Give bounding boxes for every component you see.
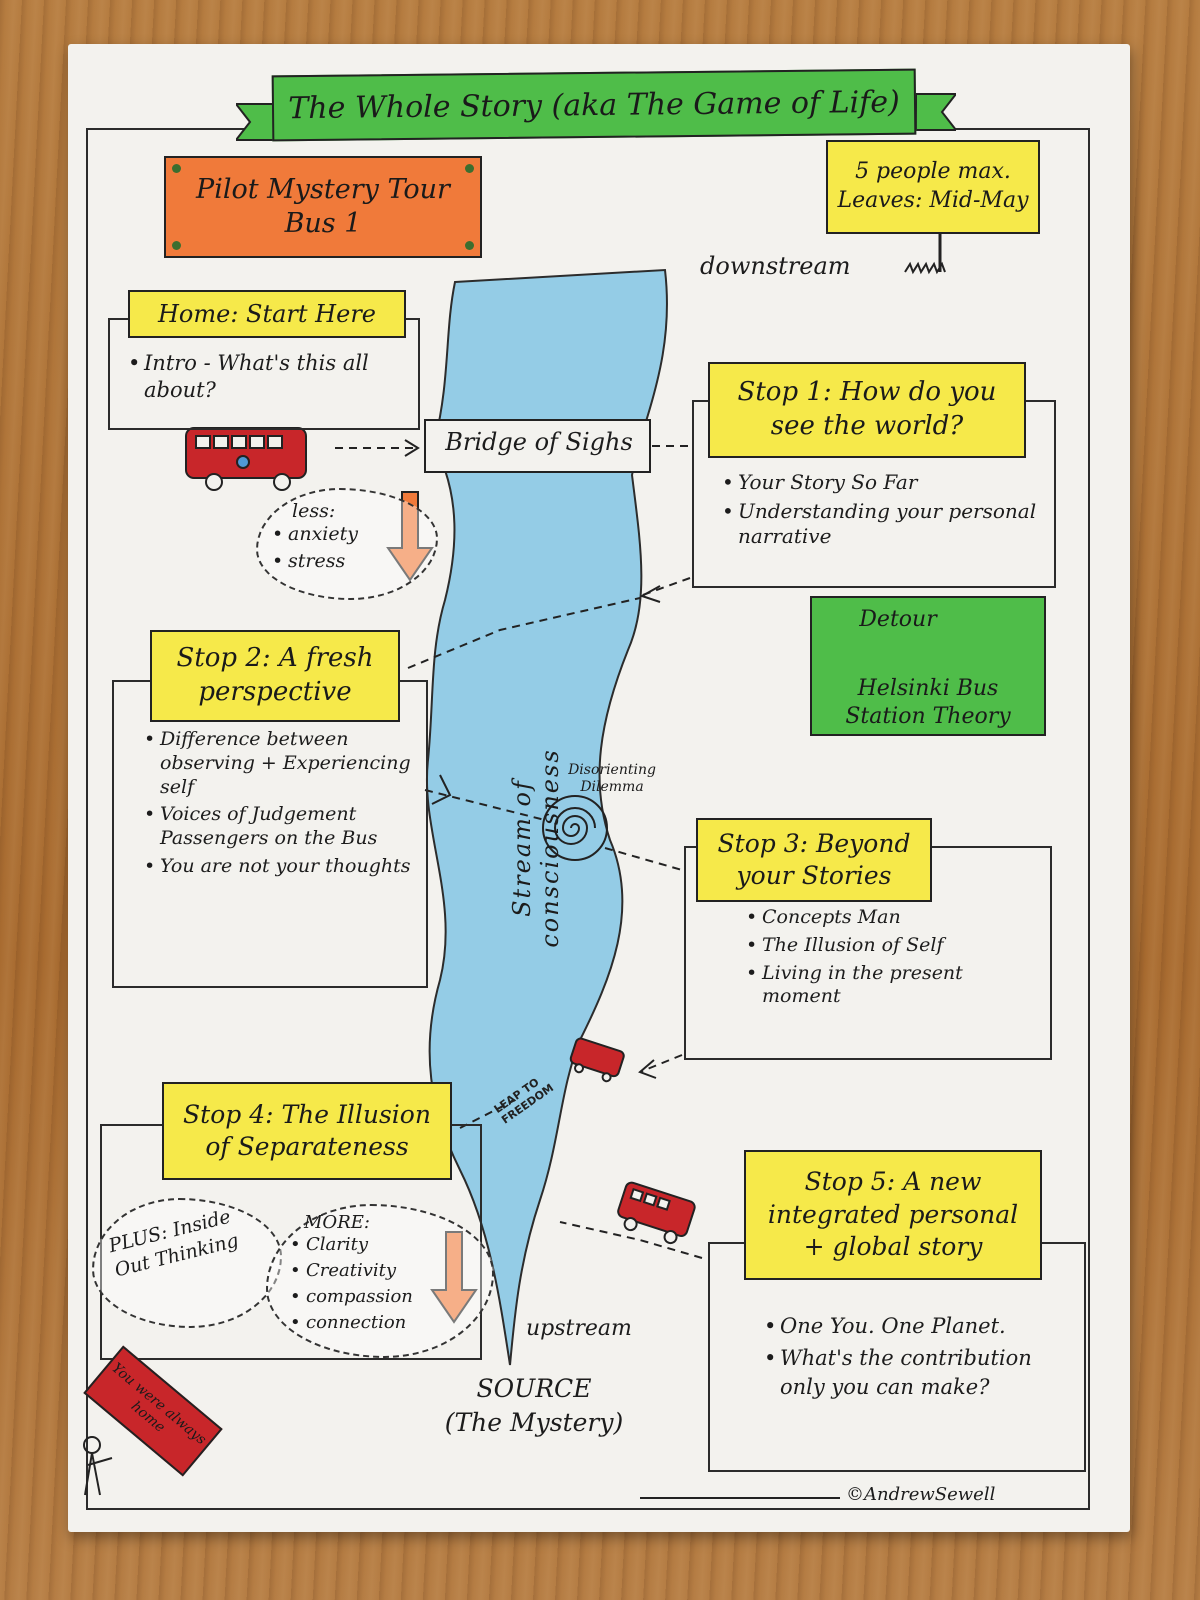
less-content: less: anxiety stress [272,500,392,576]
stop5-item: What's the contribution only you can mak… [764,1344,1064,1401]
tour-sign-line2: Bus 1 [284,208,362,239]
stop1-title: Stop 1: How do you see the world? [708,362,1026,458]
bus-icon-stop5 [617,1181,696,1245]
stop1-bullets: Your Story So Far Understanding your per… [722,470,1042,553]
title-ribbon-tails [236,93,956,141]
credit-line [640,1497,840,1499]
stop1-item: Understanding your personal narrative [722,499,1042,549]
connector-stop2-river [407,597,641,669]
more-item: Creativity [290,1260,460,1282]
detour-text: Helsinki Bus Station Theory [845,675,1011,730]
stop5-bullets: One You. One Planet. What's the contribu… [764,1312,1064,1405]
connector-stop2-dilemma [424,789,546,821]
dilemma-label: Disorienting Dilemma [568,762,656,795]
less-item: anxiety [272,523,392,546]
river [426,268,668,1366]
stop2-title: Stop 2: A fresh perspective [150,630,400,722]
source-line2: (The Mystery) [444,1407,624,1437]
stop4-title: Stop 4: The Illusion of Separateness [162,1082,452,1180]
less-title: less: [292,500,336,522]
more-item: compassion [290,1286,460,1308]
page-title: The Whole Story (aka The Game of Life) [288,84,900,126]
less-item: stress [272,550,392,573]
plus-cloud [92,1198,282,1328]
upstream-label: upstream [526,1316,632,1341]
info-sign: 5 people max. Leaves: Mid-May [826,140,1040,234]
connector-stop5-bus [559,1221,703,1259]
home-bullet-text: Intro - What's this all about? [128,350,398,405]
connector-stop3-leap [639,1054,683,1073]
arrowhead-leap [638,1059,657,1079]
tour-sign-line1: Pilot Mystery Tour [196,174,450,206]
arrowhead-stop1 [639,585,661,603]
stop3-item: The Illusion of Self [746,934,1036,958]
stick-figure [83,1436,113,1496]
connector-stop4-river [459,1099,516,1129]
credit: ©AndrewSewell [846,1484,996,1505]
stop5-item: One You. One Planet. [764,1312,1064,1341]
info-sign-line2: Leaves: Mid-May [837,188,1029,213]
detour-sign: Detour Helsinki Bus Station Theory [810,596,1046,736]
tour-sign: Pilot Mystery Tour Bus 1 [164,156,482,258]
bridge-band [424,419,651,473]
info-sign-line1: 5 people max. [855,159,1011,185]
stop5-title: Stop 5: A new integrated personal + glob… [744,1150,1042,1280]
stop3-bullets: Concepts Man The Illusion of Self Living… [746,906,1036,1013]
stop2-item: Difference between observing + Experienc… [144,728,414,799]
detour-label: Detour [859,607,937,632]
stop3-item: Living in the present moment [746,962,1036,1010]
home-title: Home: Start Here [128,290,406,338]
arrowhead-stop2 [431,774,452,805]
stop3-item: Concepts Man [746,906,1036,930]
bus-icon-leap [569,1037,625,1083]
source-line1: SOURCE [476,1374,592,1403]
stop1-item: Your Story So Far [722,470,1042,495]
river-label: Stream of consciousness [508,748,564,948]
stop2-bullets: Difference between observing + Experienc… [144,728,414,883]
bus-icon-home [185,427,307,491]
more-item: Clarity [290,1234,460,1256]
whirlpool [542,795,608,861]
title-banner: The Whole Story (aka The Game of Life) [271,68,917,142]
more-title: MORE: [304,1212,370,1233]
grass [904,261,946,275]
more-item: connection [290,1312,460,1334]
downstream-label: downstream [700,252,851,280]
stop2-item: You are not your thoughts [144,855,414,879]
bridge-label: Bridge of Sighs [445,428,633,456]
stop3-title: Stop 3: Beyond your Stories [696,818,932,902]
home-bullet: Intro - What's this all about? [128,350,398,409]
source-label: SOURCE (The Mystery) [424,1372,644,1440]
more-content: MORE: Clarity Creativity compassion conn… [290,1212,460,1338]
arrowhead-bridge [404,439,420,457]
stop2-item: Voices of Judgement Passengers on the Bu… [144,803,414,851]
